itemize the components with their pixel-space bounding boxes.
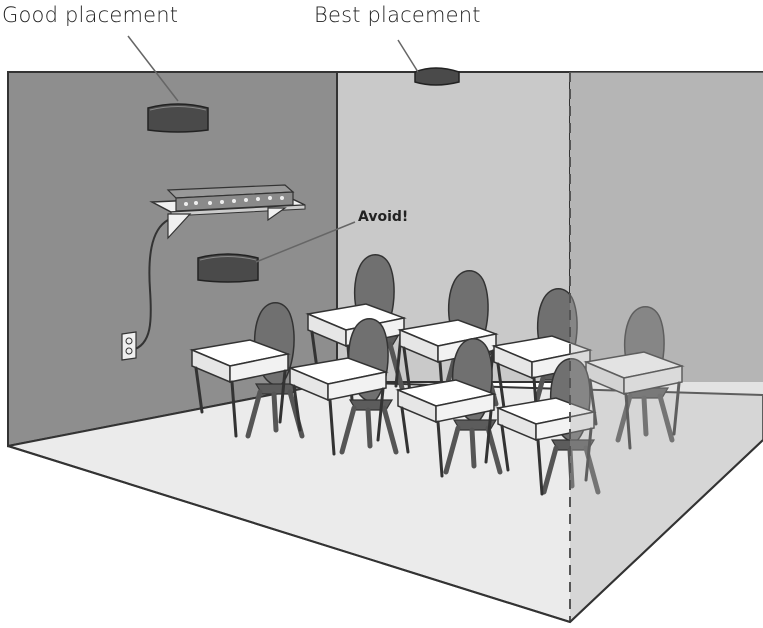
avoid-pointer bbox=[255, 221, 356, 263]
amplifier-unit bbox=[166, 184, 295, 212]
wall-speaker-low bbox=[197, 253, 259, 283]
good-placement-pointer bbox=[127, 35, 179, 102]
best-placement-pointer bbox=[397, 39, 419, 73]
right-wall-overlay bbox=[570, 72, 763, 622]
best-placement-label: Best placement bbox=[314, 3, 481, 27]
good-placement-label: Good placement bbox=[2, 3, 179, 27]
avoid-label: Avoid! bbox=[358, 209, 409, 225]
wall-speaker-high bbox=[147, 103, 209, 133]
right-wall-section bbox=[570, 72, 763, 382]
wall-outlet bbox=[121, 331, 137, 361]
ceiling-speaker bbox=[414, 67, 460, 86]
power-cable bbox=[131, 219, 169, 351]
